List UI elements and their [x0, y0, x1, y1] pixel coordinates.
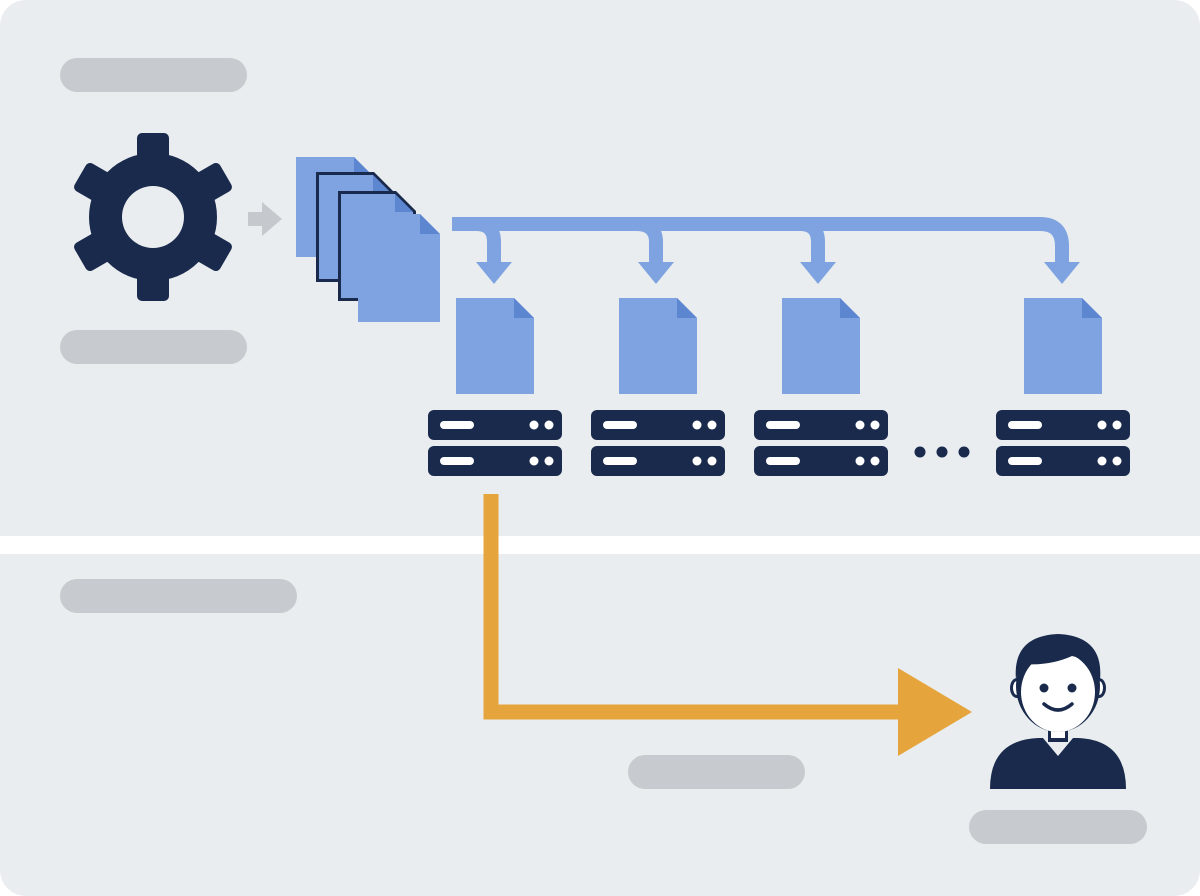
server-icon: [591, 410, 725, 476]
document-icon: [456, 298, 534, 394]
user-icon: [990, 634, 1126, 789]
source-label-placeholder: [60, 58, 247, 92]
distribution-arrowheads: [476, 262, 1080, 284]
ellipsis-icon: [914, 446, 970, 458]
distribution-bus: [452, 217, 1069, 266]
server-icon: [428, 410, 562, 476]
document-icon: [782, 298, 860, 394]
handoff-label-placeholder: [628, 755, 805, 789]
document-icon: [619, 298, 697, 394]
section-label-placeholder: [60, 579, 297, 613]
gear-icon: [74, 133, 232, 301]
consumer-label-placeholder: [969, 810, 1147, 844]
input-arrow-icon: [248, 202, 282, 236]
server-icon: [996, 410, 1130, 476]
document-icon: [1024, 298, 1102, 394]
document-stack-icon: [296, 157, 440, 322]
server-icon: [754, 410, 888, 476]
batch-label-placeholder: [60, 330, 247, 364]
delivery-arrow: [483, 494, 972, 756]
